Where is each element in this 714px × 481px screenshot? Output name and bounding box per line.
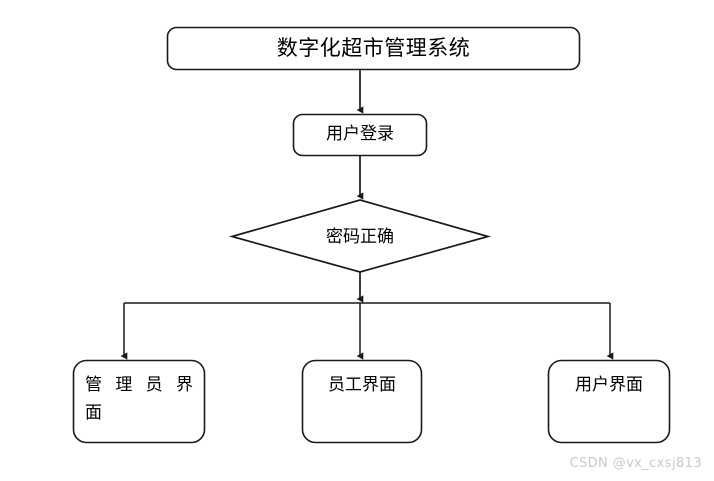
node-terminal-admin-label: 管理员界面 — [85, 371, 193, 427]
node-terminal-admin-label-line2: 面 — [85, 403, 102, 423]
node-terminal-staff-label: 员工界面 — [328, 375, 396, 395]
node-terminal-user-shape[interactable] — [547, 359, 671, 444]
node-terminal-admin-label-line1: 管理员界 — [85, 375, 193, 395]
node-terminal-staff-shape[interactable] — [301, 359, 423, 444]
csdn-watermark: CSDN @vx_cxsj813 — [569, 456, 702, 471]
node-login-shape[interactable] — [292, 113, 428, 157]
node-decision-shape[interactable] — [228, 199, 492, 273]
node-terminal-user-label: 用户界面 — [575, 375, 643, 395]
node-terminal-admin-shape[interactable] — [72, 359, 206, 444]
node-title-shape[interactable] — [166, 26, 581, 71]
